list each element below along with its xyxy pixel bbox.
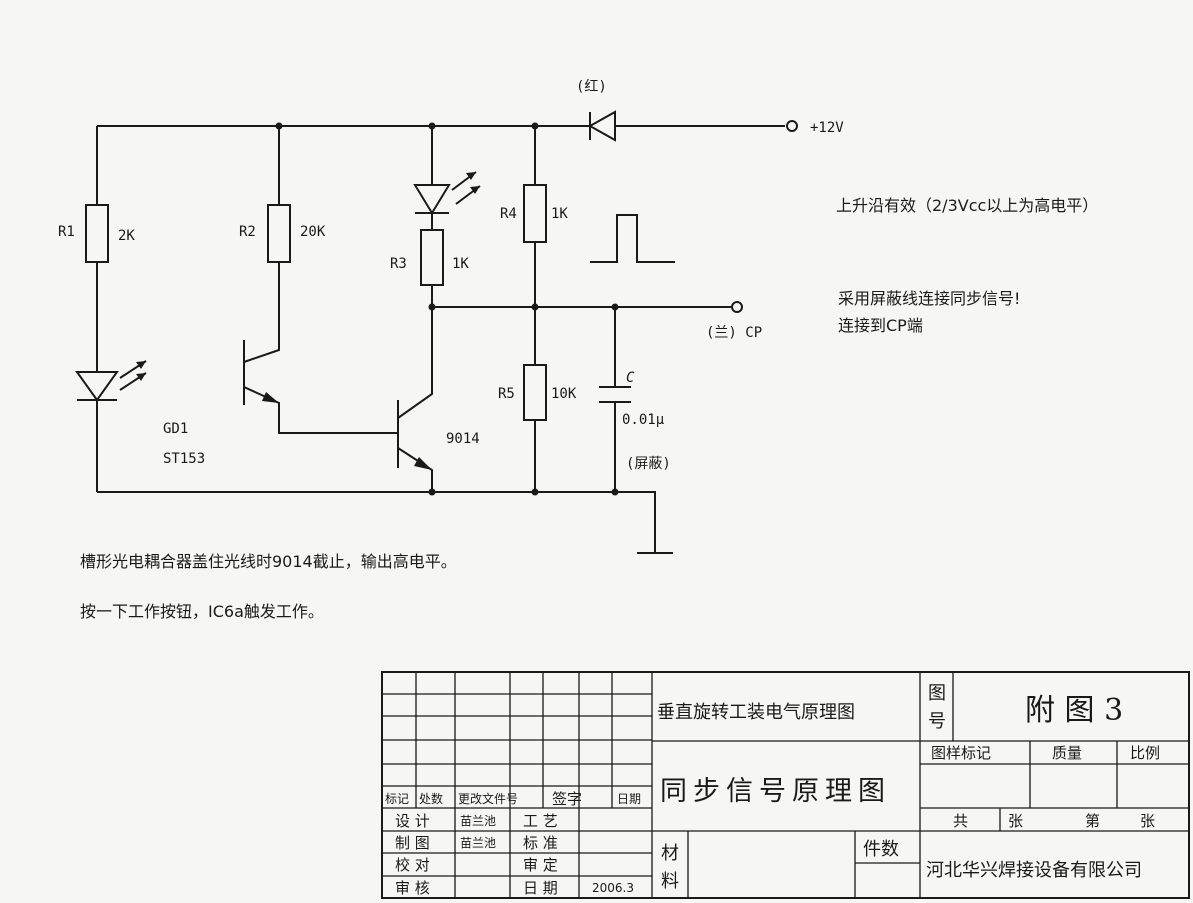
r5-name: R5 [498, 386, 515, 402]
rev-header-doc: 更改文件号 [458, 791, 518, 806]
r5-value: 10K [551, 386, 577, 402]
process-label: 工 艺 [523, 812, 558, 830]
capacitor-symbol [599, 386, 631, 403]
rev-header-sign: 签字 [552, 790, 582, 808]
nth-label: 第 [1085, 812, 1100, 830]
sheets-label-2: 张 [1140, 812, 1155, 830]
pulse-waveform [590, 214, 675, 263]
resistor-r1 [85, 204, 109, 263]
cp-output-terminal [731, 301, 743, 313]
shield-note-line2: 连接到CP端 [838, 316, 923, 335]
date-label: 日 期 [523, 879, 558, 897]
date-value: 2006.3 [592, 881, 634, 895]
scale-label: 比例 [1130, 744, 1160, 762]
audit-label: 审 核 [395, 879, 430, 897]
supply-diode-symbol [587, 110, 616, 142]
project-title: 垂直旋转工装电气原理图 [657, 702, 855, 723]
r1-name: R1 [58, 224, 75, 240]
quantity-label: 件数 [863, 839, 899, 860]
drawing-title: 同步信号原理图 [660, 776, 891, 807]
r3-value: 1K [452, 256, 469, 272]
capacitor-name: C [626, 370, 635, 386]
material-label-top: 材 [661, 843, 679, 864]
capacitor-value: 0.01μ [622, 412, 665, 428]
rev-header-count: 处数 [419, 791, 443, 806]
title-block [381, 671, 1190, 899]
fig-no: 附 图 3 [1025, 693, 1123, 728]
optocoupler-description: 槽形光电耦合器盖住光线时9014截止，输出高电平。 [80, 552, 457, 571]
company-name: 河北华兴焊接设备有限公司 [926, 860, 1142, 881]
total-label: 共 [953, 812, 968, 830]
r4-name: R4 [500, 206, 517, 222]
designer-name: 苗兰池 [460, 814, 496, 828]
optocoupler-part: ST153 [163, 451, 205, 467]
sample-mark-label: 图样标记 [931, 744, 991, 762]
check-label: 校 对 [395, 856, 430, 874]
r2-value: 20K [300, 224, 326, 240]
shield-note-line1: 采用屏蔽线连接同步信号! [838, 289, 1020, 308]
indicator-led-symbol [413, 171, 481, 215]
fig-no-label-bottom: 号 [928, 711, 946, 732]
cp-output-label: (兰) CP [706, 325, 762, 341]
fig-no-label-top: 图 [928, 683, 946, 704]
r4-value: 1K [551, 206, 568, 222]
rev-header-mark: 标记 [385, 792, 409, 806]
r3-name: R3 [390, 256, 407, 272]
transistor-9014-symbol [397, 400, 432, 470]
resistor-r5 [523, 364, 547, 421]
optocoupler-led-symbol [75, 360, 147, 402]
junction-dots [275, 122, 619, 496]
resistor-r4 [523, 184, 547, 243]
draw-label: 制 图 [395, 834, 430, 852]
circuit-wires [96, 125, 785, 554]
transistor-label: 9014 [446, 431, 480, 447]
rising-edge-note: 上升沿有效（2/3Vcc以上为高电平） [836, 196, 1098, 215]
supply-terminal [786, 120, 798, 132]
r2-name: R2 [239, 224, 256, 240]
review-label: 审 定 [523, 856, 558, 874]
capacitor-shield-note: (屏蔽) [626, 456, 671, 472]
standard-label: 标 准 [523, 834, 558, 852]
r1-value: 2K [118, 228, 135, 244]
resistor-r3 [420, 229, 444, 286]
drafter-name: 苗兰池 [460, 836, 496, 850]
quality-label: 质量 [1052, 744, 1082, 762]
material-label-bottom: 料 [661, 871, 679, 892]
sheets-label-1: 张 [1008, 812, 1023, 830]
resistor-r2 [267, 204, 291, 263]
supply-diode-color: (红) [576, 79, 607, 95]
supply-label: +12V [810, 120, 844, 136]
design-label: 设 计 [395, 812, 430, 830]
optocoupler-name: GD1 [163, 421, 188, 437]
phototransistor-symbol [243, 340, 279, 405]
button-description: 按一下工作按钮，IC6a触发工作。 [80, 602, 324, 621]
rev-header-date: 日期 [617, 792, 641, 806]
